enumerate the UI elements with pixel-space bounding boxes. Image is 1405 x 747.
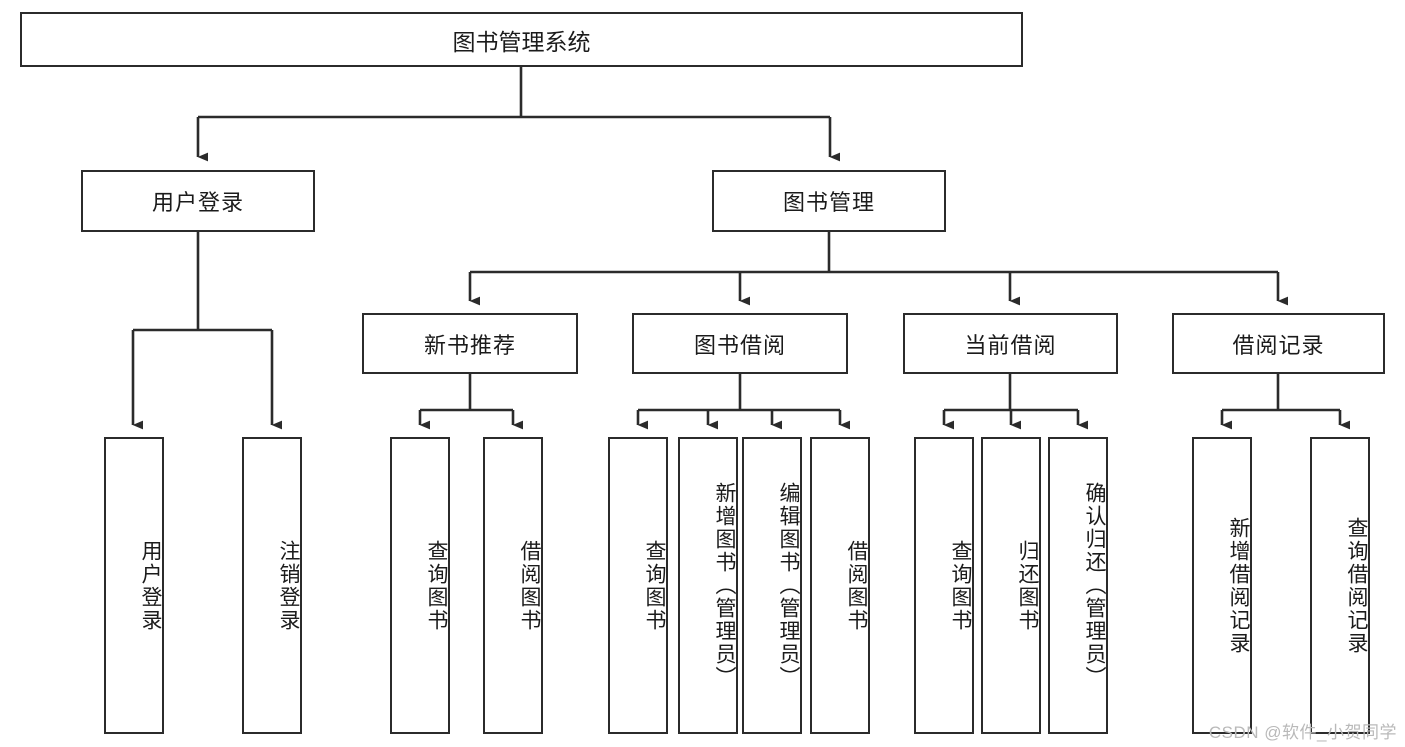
leaf-edit-book[interactable]: 编辑图书（管理员） <box>742 437 802 734</box>
node-label: 新书推荐 <box>423 332 516 358</box>
leaf-add-borrow-record[interactable]: 新增借阅记录 <box>1192 437 1252 734</box>
node-borrow-records[interactable]: 借阅记录 <box>1172 313 1385 374</box>
node-label: 查询图书 <box>949 539 972 632</box>
leaf-query-book-current[interactable]: 查询图书 <box>914 437 974 734</box>
node-label: 编辑图书（管理员） <box>777 482 800 689</box>
watermark: CSDN @软件_小贺同学 <box>1208 723 1397 742</box>
node-user-login[interactable]: 用户登录 <box>81 170 315 232</box>
node-label: 借阅图书 <box>845 539 868 632</box>
node-label: 新增图书（管理员） <box>713 482 736 689</box>
node-label: 当前借阅 <box>964 332 1057 358</box>
leaf-confirm-return[interactable]: 确认归还（管理员） <box>1048 437 1108 734</box>
node-label: 借阅图书 <box>518 539 541 632</box>
node-label: 查询图书 <box>643 539 666 632</box>
leaf-query-borrow-record[interactable]: 查询借阅记录 <box>1310 437 1370 734</box>
node-label: 确认归还（管理员） <box>1083 482 1106 689</box>
leaf-borrow-book-recommend[interactable]: 借阅图书 <box>483 437 543 734</box>
leaf-query-book-recommend[interactable]: 查询图书 <box>390 437 450 734</box>
leaf-query-book-borrow[interactable]: 查询图书 <box>608 437 668 734</box>
node-label: 查询图书 <box>425 539 448 632</box>
node-label: 图书借阅 <box>693 332 786 358</box>
leaf-add-book[interactable]: 新增图书（管理员） <box>678 437 738 734</box>
node-label: 图书管理系统 <box>452 28 591 55</box>
node-root-system[interactable]: 图书管理系统 <box>20 12 1023 67</box>
node-label: 归还图书 <box>1016 539 1039 632</box>
node-book-borrow[interactable]: 图书借阅 <box>632 313 848 374</box>
leaf-logout[interactable]: 注销登录 <box>242 437 302 734</box>
node-label: 注销登录 <box>277 539 300 632</box>
node-book-management[interactable]: 图书管理 <box>712 170 946 232</box>
leaf-user-login[interactable]: 用户登录 <box>104 437 164 734</box>
node-label: 借阅记录 <box>1232 332 1325 358</box>
node-current-borrow[interactable]: 当前借阅 <box>903 313 1118 374</box>
node-new-book-recommend[interactable]: 新书推荐 <box>362 313 578 374</box>
leaf-borrow-book[interactable]: 借阅图书 <box>810 437 870 734</box>
node-label: 新增借阅记录 <box>1227 516 1250 655</box>
node-label: 图书管理 <box>782 190 875 215</box>
leaf-return-book[interactable]: 归还图书 <box>981 437 1041 734</box>
node-label: 用户登录 <box>151 190 244 215</box>
node-label: 查询借阅记录 <box>1345 516 1368 655</box>
node-label: 用户登录 <box>139 539 162 632</box>
